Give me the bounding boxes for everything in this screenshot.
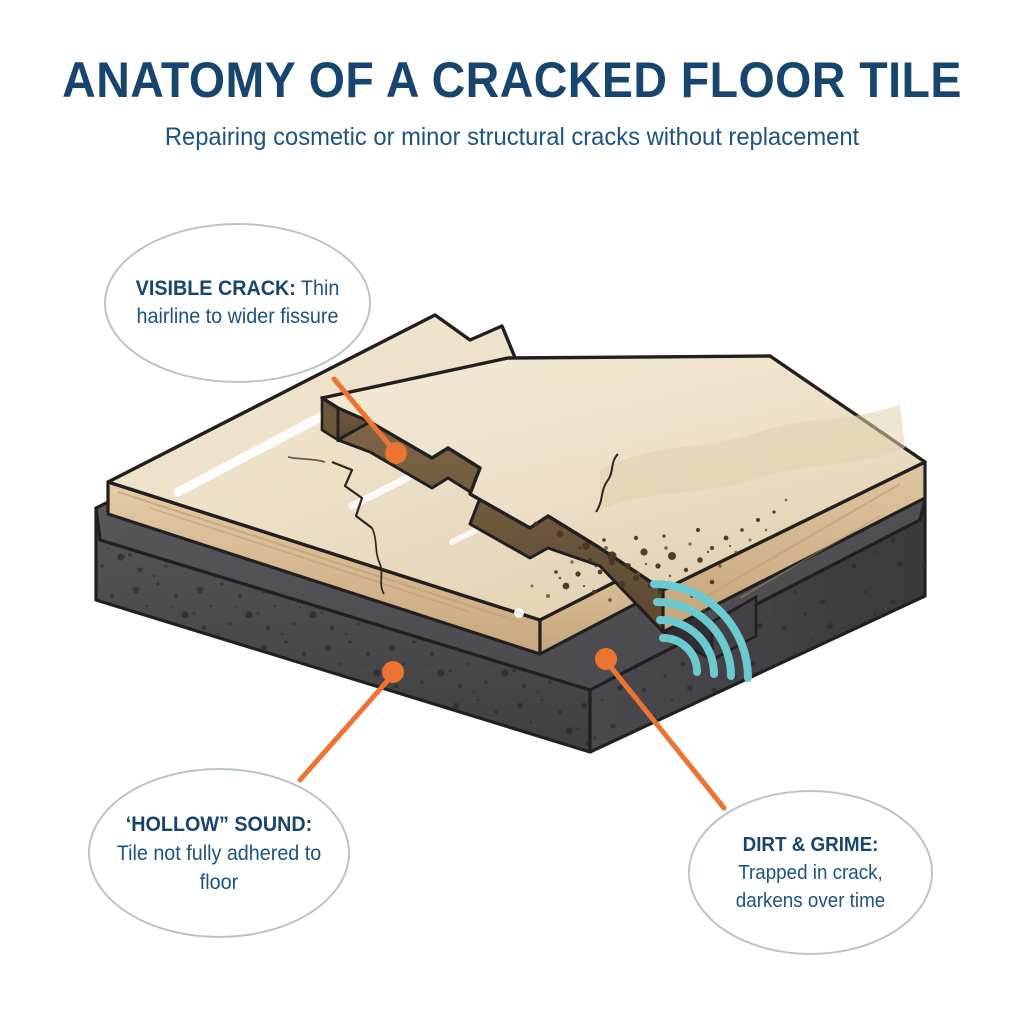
tile-piece-right (320, 354, 927, 634)
sound-waves (650, 580, 752, 682)
hairline-crack-right (595, 453, 619, 513)
leader-line-crack (331, 376, 395, 451)
hairline-crack-c (371, 527, 385, 595)
concrete-front-specks (96, 508, 590, 752)
callout-visible-crack-text: VISIBLE CRACK: Thin hairline to wider fi… (114, 275, 361, 331)
adhesive-grain-1 (117, 491, 521, 623)
leader-line-dirt (607, 663, 727, 811)
tile-shade-wave (600, 404, 905, 510)
callout-dirt-grime-text: DIRT & GRIME: Trapped in crack, darkens … (697, 831, 924, 915)
anchor-dot-dirt (595, 648, 617, 670)
callout-hollow-sound-body: Tile not fully adhered to floor (116, 841, 322, 894)
callout-hollow-sound[interactable]: ‘HOLLOW” SOUND: Tile not fully adhered t… (88, 768, 350, 938)
callout-visible-crack-lead: VISIBLE CRACK: (135, 277, 296, 300)
callout-hollow-sound-lead: ‘HOLLOW” SOUND: (125, 812, 313, 836)
callout-dirt-grime-body: Trapped in crack, darkens over time (735, 861, 886, 912)
leader-line-hollow (297, 675, 393, 783)
adhesive-grain-3 (699, 483, 901, 601)
sound-wave-arc-1 (659, 634, 701, 676)
sound-wave-arc-4 (650, 580, 752, 682)
anchor-dot-hollow (382, 661, 404, 683)
callout-dirt-grime-lead: DIRT & GRIME: (742, 833, 879, 856)
gloss-dot (514, 608, 524, 618)
callout-hollow-sound-text: ‘HOLLOW” SOUND: Tile not fully adhered t… (98, 810, 341, 897)
callout-visible-crack[interactable]: VISIBLE CRACK: Thin hairline to wider fi… (104, 223, 371, 383)
sound-wave-arc-3 (653, 598, 735, 680)
hairline-crack-b (331, 460, 373, 529)
adhesive-grain-2 (149, 507, 471, 613)
hairline-crack-a (287, 456, 326, 463)
gloss-highlight-1 (173, 407, 335, 497)
callout-visible-crack-body: Thin hairline to wider fissure (136, 277, 340, 328)
callout-leader-lines (297, 376, 727, 811)
adhesive-grain-4 (739, 515, 881, 599)
anchor-dot-crack (385, 442, 407, 464)
concrete-right-specks (590, 500, 925, 752)
sound-wave-arc-2 (656, 616, 718, 678)
callout-dirt-grime[interactable]: DIRT & GRIME: Trapped in crack, darkens … (688, 790, 933, 955)
